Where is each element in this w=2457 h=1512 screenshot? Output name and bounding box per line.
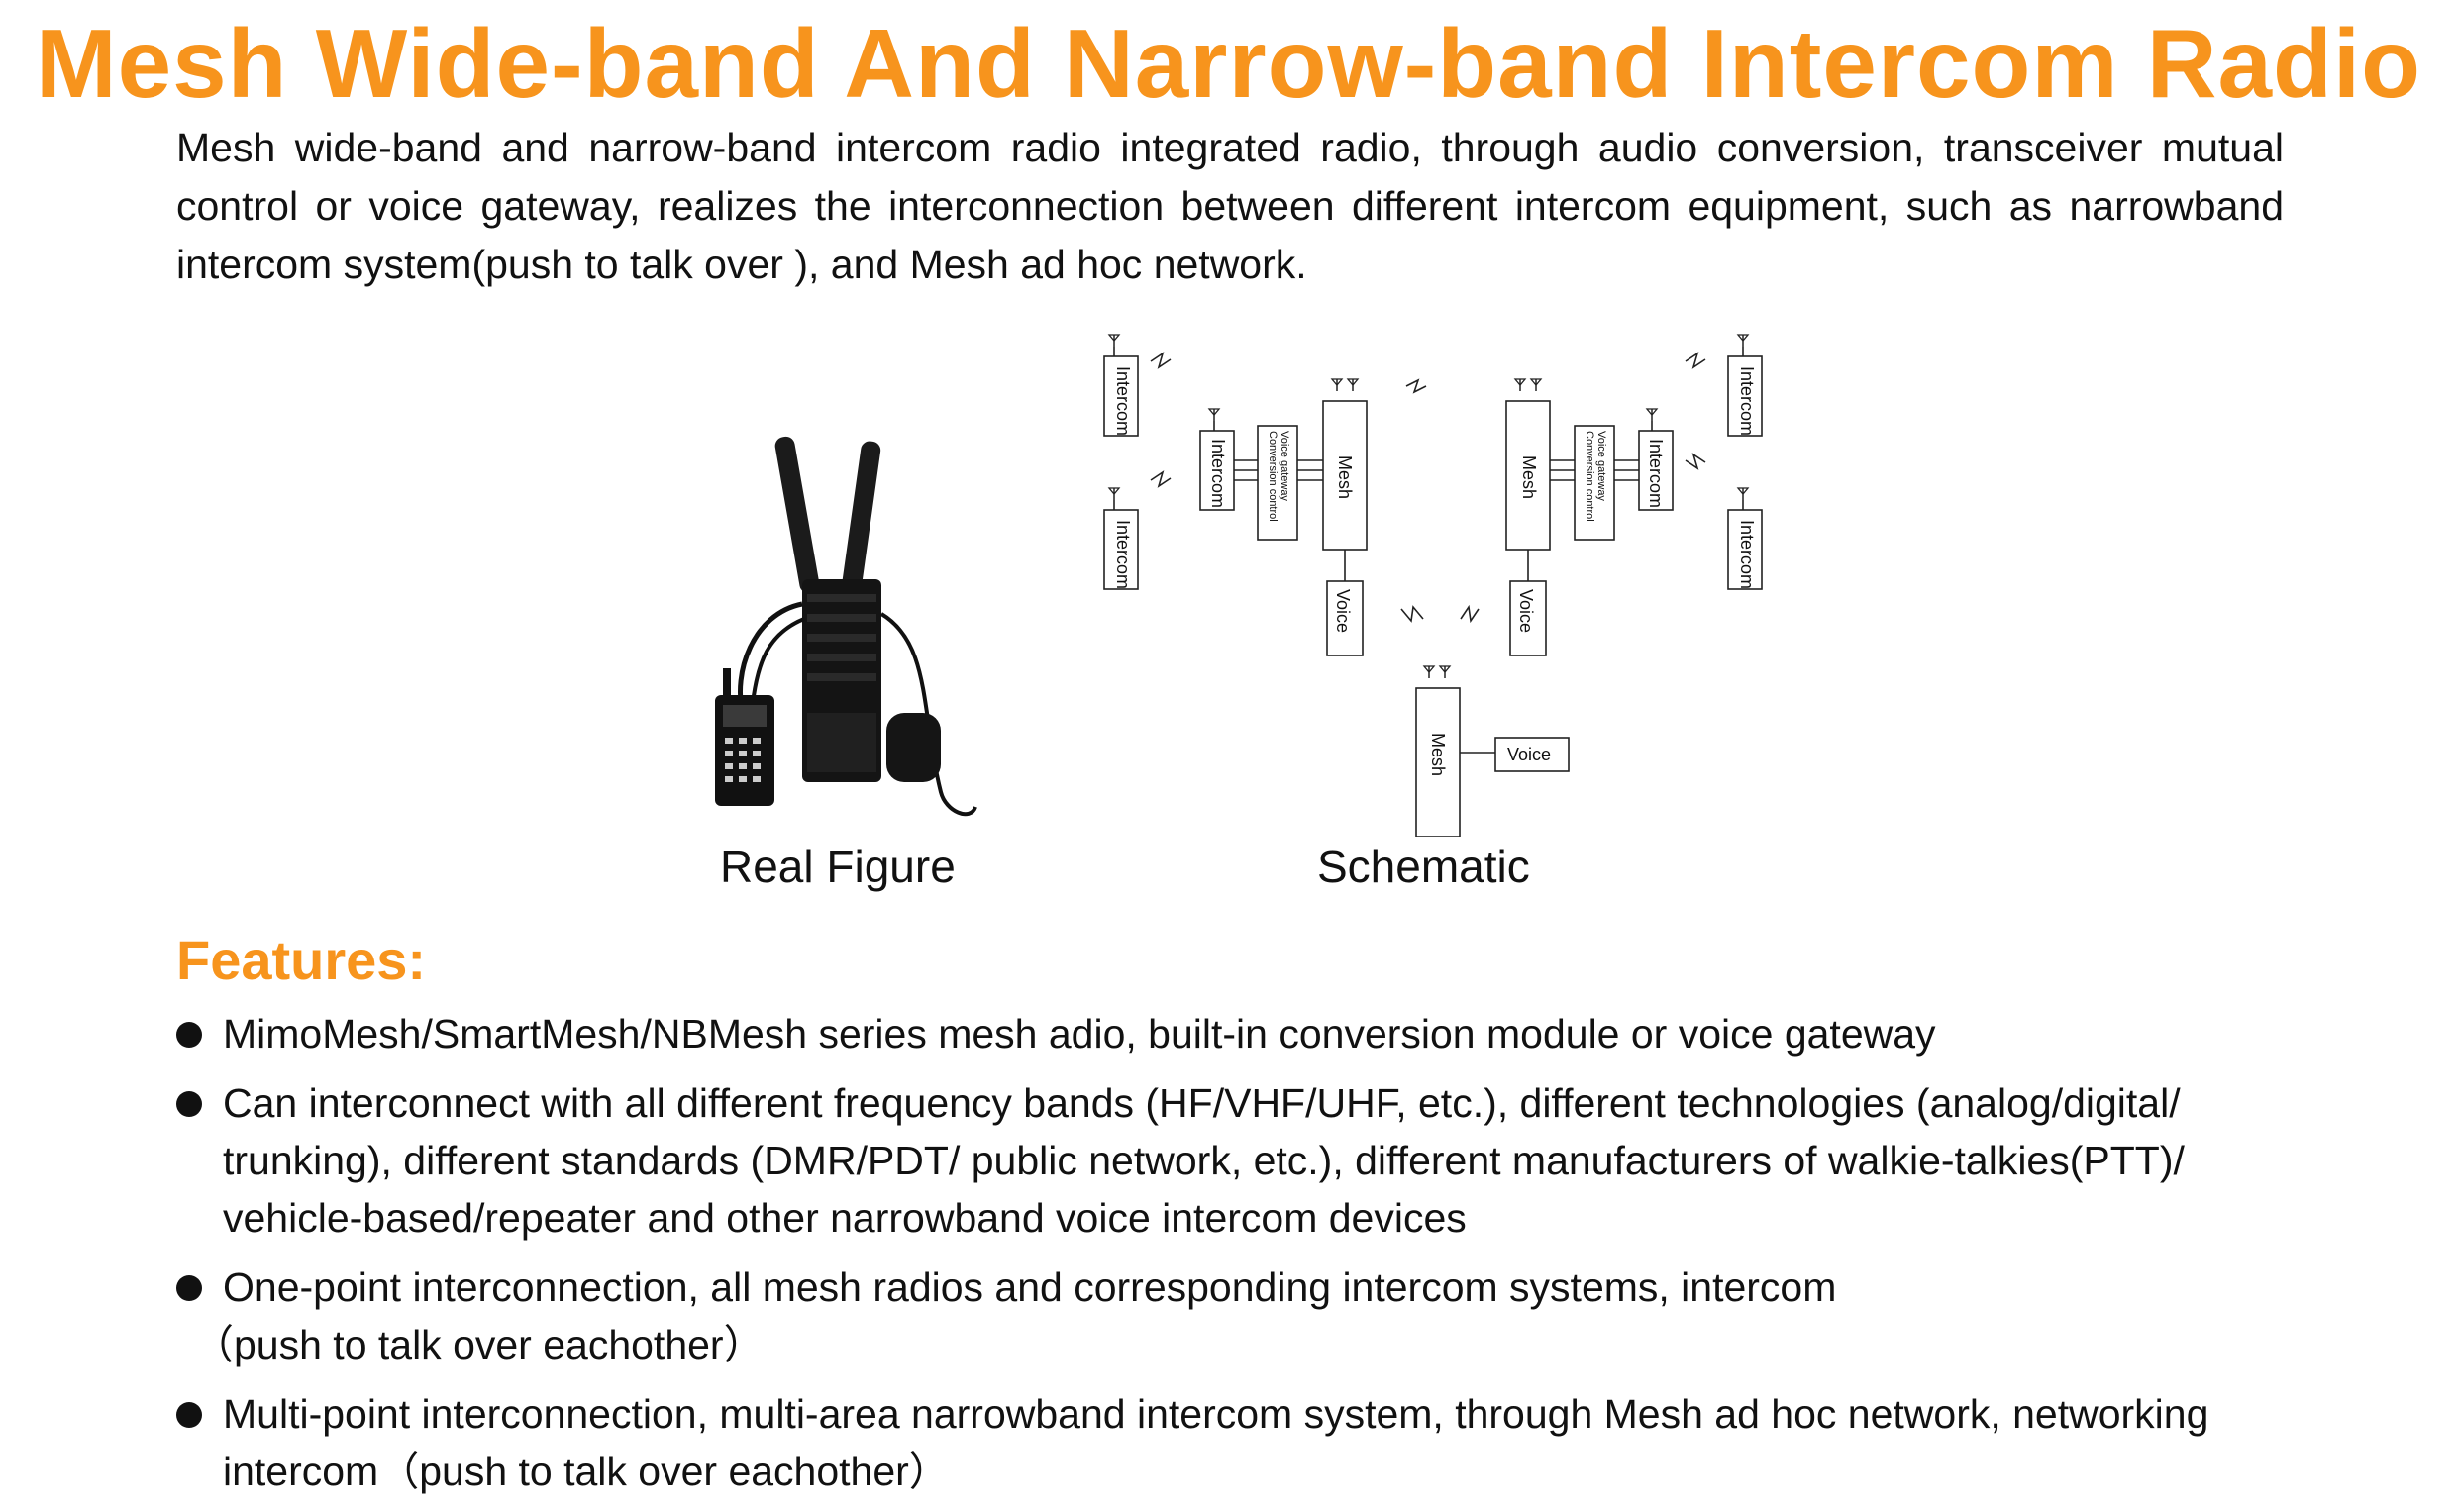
svg-text:Voice: Voice bbox=[1333, 589, 1353, 633]
svg-text:Mesh: Mesh bbox=[1335, 455, 1355, 499]
feature-text: Multi-point interconnection, multi-area … bbox=[223, 1391, 2209, 1494]
svg-text:Voice gateway: Voice gateway bbox=[1279, 431, 1290, 501]
feature-text: MimoMesh/SmartMesh/NBMesh series mesh ad… bbox=[223, 1011, 1936, 1057]
feature-text: One-point interconnection, all mesh radi… bbox=[223, 1264, 1837, 1310]
feature-text-continuation: （push to talk over eachother） bbox=[193, 1322, 765, 1367]
features-heading: Features: bbox=[176, 929, 427, 991]
svg-text:Intercom: Intercom bbox=[1113, 366, 1133, 436]
svg-text:Intercom: Intercom bbox=[1113, 520, 1133, 589]
features-list: MimoMesh/SmartMesh/NBMesh series mesh ad… bbox=[176, 1005, 2305, 1512]
radio-device-image bbox=[715, 436, 977, 817]
bullet-icon bbox=[176, 1022, 202, 1048]
svg-text:Conversion control: Conversion control bbox=[1267, 431, 1279, 522]
svg-text:Intercom: Intercom bbox=[1208, 439, 1228, 508]
svg-text:Voice: Voice bbox=[1507, 745, 1551, 764]
svg-text:Mesh: Mesh bbox=[1519, 455, 1539, 499]
list-item: One-point interconnection, all mesh radi… bbox=[176, 1259, 2305, 1373]
svg-text:Intercom: Intercom bbox=[1737, 520, 1757, 589]
svg-text:Intercom: Intercom bbox=[1737, 366, 1757, 436]
svg-text:Conversion control: Conversion control bbox=[1584, 431, 1595, 522]
svg-text:Voice gateway: Voice gateway bbox=[1595, 431, 1607, 501]
list-item: MimoMesh/SmartMesh/NBMesh series mesh ad… bbox=[176, 1005, 2305, 1062]
schematic-caption: Schematic bbox=[1317, 841, 1530, 892]
feature-text: Can interconnect with all different freq… bbox=[223, 1080, 2185, 1241]
intro-paragraph: Mesh wide-band and narrow-band intercom … bbox=[176, 125, 2284, 287]
bullet-icon bbox=[176, 1402, 202, 1428]
schematic-diagram: Intercom Intercom Intercom Conversion co… bbox=[1103, 334, 1763, 837]
real-figure-caption: Real Figure bbox=[720, 841, 956, 892]
bullet-icon bbox=[176, 1275, 202, 1301]
svg-text:Voice: Voice bbox=[1516, 589, 1536, 633]
list-item: Can interconnect with all different freq… bbox=[176, 1074, 2305, 1247]
list-item: Multi-point interconnection, multi-area … bbox=[176, 1385, 2305, 1500]
svg-text:Mesh: Mesh bbox=[1428, 733, 1448, 776]
bullet-icon bbox=[176, 1091, 202, 1117]
page-title: Mesh Wide-band And Narrow-band Intercom … bbox=[36, 9, 2421, 118]
svg-text:Intercom: Intercom bbox=[1646, 439, 1666, 508]
